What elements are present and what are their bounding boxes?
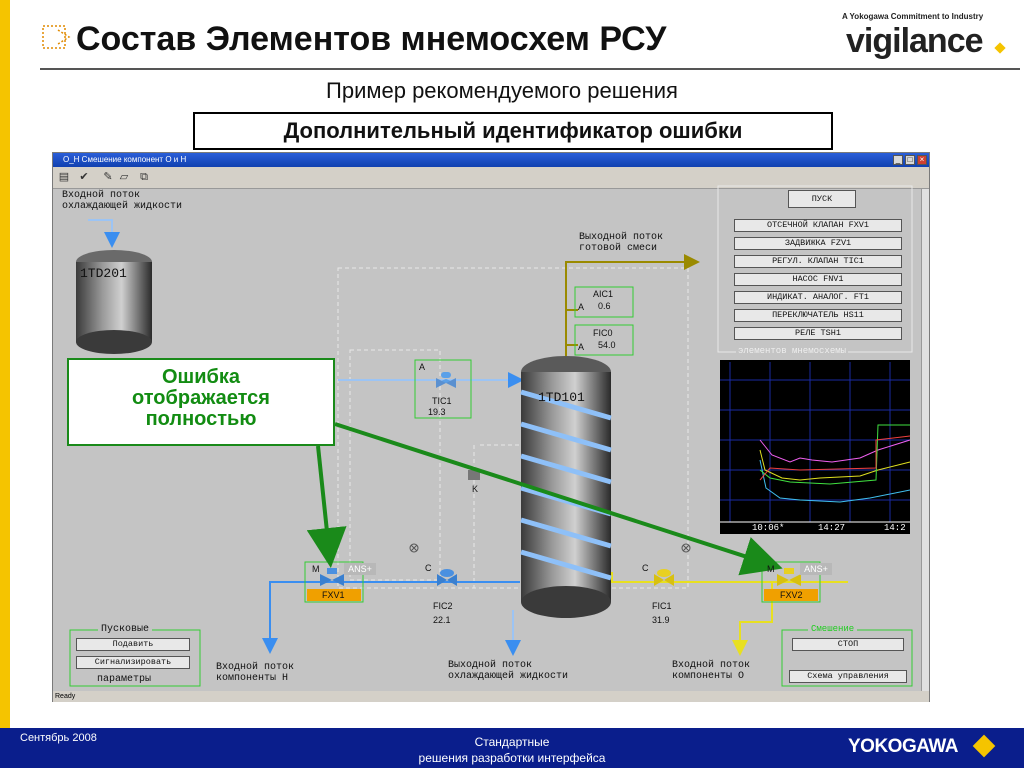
- signal-button[interactable]: Сигнализировать: [76, 656, 190, 669]
- fic1-mode: C: [642, 563, 649, 573]
- panel-item-fxv1[interactable]: ОТСЕЧНОЙ КЛАПАН FXV1: [734, 219, 902, 232]
- maximize-icon[interactable]: □: [905, 155, 915, 165]
- close-icon[interactable]: ×: [917, 155, 927, 165]
- panel-item-fzv1[interactable]: ЗАДВИЖКА FZV1: [734, 237, 902, 250]
- fic0-value[interactable]: 54.0: [598, 340, 616, 350]
- fxv1-alarm-badge[interactable]: ANS+: [344, 563, 376, 575]
- valve-tic1-icon: [436, 372, 456, 388]
- pipe-inlet-h: [262, 581, 520, 654]
- control-scheme-button[interactable]: Схема управления: [789, 670, 907, 683]
- panel-item-fnv1[interactable]: НАСОС FNV1: [734, 273, 902, 286]
- panel-item-hs11[interactable]: ПЕРЕКЛЮЧАТЕЛЬ HS11: [734, 309, 902, 322]
- check-icon[interactable]: ✔: [79, 171, 89, 183]
- mimic-graphics: [69, 185, 913, 687]
- edit-icon[interactable]: ✎: [103, 171, 113, 183]
- pipe-inlet-o: [611, 572, 848, 583]
- k-label: K: [472, 484, 479, 494]
- fic1-tag: FIC1: [652, 601, 672, 611]
- folder-icon[interactable]: ▱: [119, 171, 129, 183]
- trend-time-1: 10:06*: [752, 523, 785, 533]
- minimize-icon[interactable]: _: [893, 155, 903, 165]
- status-bar: Ready: [53, 691, 929, 702]
- brand-logo: vigilance: [846, 22, 984, 60]
- title-arrow-icon: [42, 24, 72, 52]
- dashed-boundaries: [337, 267, 689, 589]
- aic1-tag: AIC1: [593, 289, 614, 299]
- callout-arrow-fxv2: [334, 422, 783, 576]
- aic1-mode: A: [578, 302, 585, 312]
- valve-fxv2-icon: [777, 568, 801, 586]
- panel-item-tic1[interactable]: РЕГУЛ. КЛАПАН TIC1: [734, 255, 902, 268]
- aic1-box: [574, 286, 634, 318]
- error-callout: Ошибка отображается полностью: [67, 358, 335, 446]
- valve-fxv1-icon: [320, 568, 344, 586]
- fxv2-alarm-badge[interactable]: ANS+: [800, 563, 832, 575]
- fic2-value[interactable]: 22.1: [433, 615, 451, 625]
- identifier-box: Дополнительный идентификатор ошибки: [193, 112, 833, 150]
- fxv2-tag[interactable]: FXV2: [780, 590, 803, 600]
- footer-caption: Стандартные решения разработки интерфейс…: [418, 735, 606, 765]
- fxv2-alarm-strip: [764, 589, 818, 601]
- start-group-top-label: Пусковые: [98, 624, 153, 635]
- panel-item-ft1[interactable]: ИНДИКАТ. АНАЛОГ. FT1: [734, 291, 902, 304]
- start-button[interactable]: ПУСК: [788, 190, 856, 208]
- window-icon[interactable]: ⧉: [140, 171, 148, 183]
- column-1td101: [520, 356, 612, 618]
- sensor-icons: [409, 543, 691, 553]
- pipe-mix-out: [565, 254, 700, 365]
- tank-left-label: 1TD201: [80, 266, 127, 281]
- pipe-analyzer-taps: [566, 309, 578, 346]
- title-divider: [40, 68, 1020, 70]
- footer: Сентябрь 2008 Стандартные решения разраб…: [0, 728, 1024, 768]
- window-titlebar: O_H Смешение компонент O и H: [53, 153, 929, 167]
- yokogawa-logo: YOKOGAWA: [848, 736, 959, 757]
- brand-tagline: A Yokogawa Commitment to Industry: [842, 12, 984, 21]
- panel-item-tsh1[interactable]: РЕЛЕ TSH1: [734, 327, 902, 340]
- fic1-value[interactable]: 31.9: [652, 615, 670, 625]
- fic2-tag: FIC2: [433, 601, 453, 611]
- mix-group-label: Смешение: [808, 624, 858, 634]
- page-subtitle: Пример рекомендуемого решения: [326, 78, 678, 103]
- tic1-box: [414, 359, 472, 419]
- valve-fic1-icon: [654, 569, 674, 586]
- pipe-cooling-in: [88, 219, 120, 248]
- fxv2-mode: M: [767, 564, 775, 574]
- callout-arrow-fxv1: [306, 445, 347, 568]
- column-label: 1TD101: [538, 390, 585, 405]
- k-indicator: [468, 470, 480, 480]
- suppress-button[interactable]: Подавить: [76, 638, 190, 651]
- valve-fic2-icon: [437, 569, 457, 586]
- fic0-mode: A: [578, 342, 585, 352]
- fic0-tag: FIC0: [593, 328, 613, 338]
- fic0-box: [574, 324, 634, 356]
- fxv1-mode: M: [312, 564, 320, 574]
- print-icon[interactable]: ▤: [58, 171, 70, 183]
- fxv1-tag[interactable]: FXV1: [322, 590, 345, 600]
- vertical-scrollbar[interactable]: [921, 189, 929, 691]
- panel-group-label: элементов мнемосхемы: [736, 346, 849, 356]
- toolbar: ▤ ✔ ✎ ▱ ⧉: [53, 167, 929, 189]
- footer-date: Сентябрь 2008: [20, 732, 97, 744]
- fxv1-alarm-strip: [307, 589, 361, 601]
- left-accent-bar: [0, 0, 10, 728]
- tank-1td201: [76, 250, 152, 354]
- aic1-value[interactable]: 0.6: [598, 301, 611, 311]
- trend-chart: [720, 360, 911, 534]
- tic1-value[interactable]: 19.3: [428, 407, 446, 417]
- tic1-mode: A: [419, 362, 426, 372]
- fxv2-box: [761, 561, 821, 603]
- page-title: Состав Элементов мнемосхем РСУ: [76, 20, 667, 58]
- stop-button[interactable]: СТОП: [792, 638, 904, 651]
- trend-time-3: 14:2: [884, 523, 906, 533]
- start-group-bottom-label: параметры: [94, 674, 155, 685]
- tic1-tag: TIC1: [432, 396, 452, 406]
- fic2-mode: C: [425, 563, 432, 573]
- trend-time-2: 14:27: [818, 523, 846, 533]
